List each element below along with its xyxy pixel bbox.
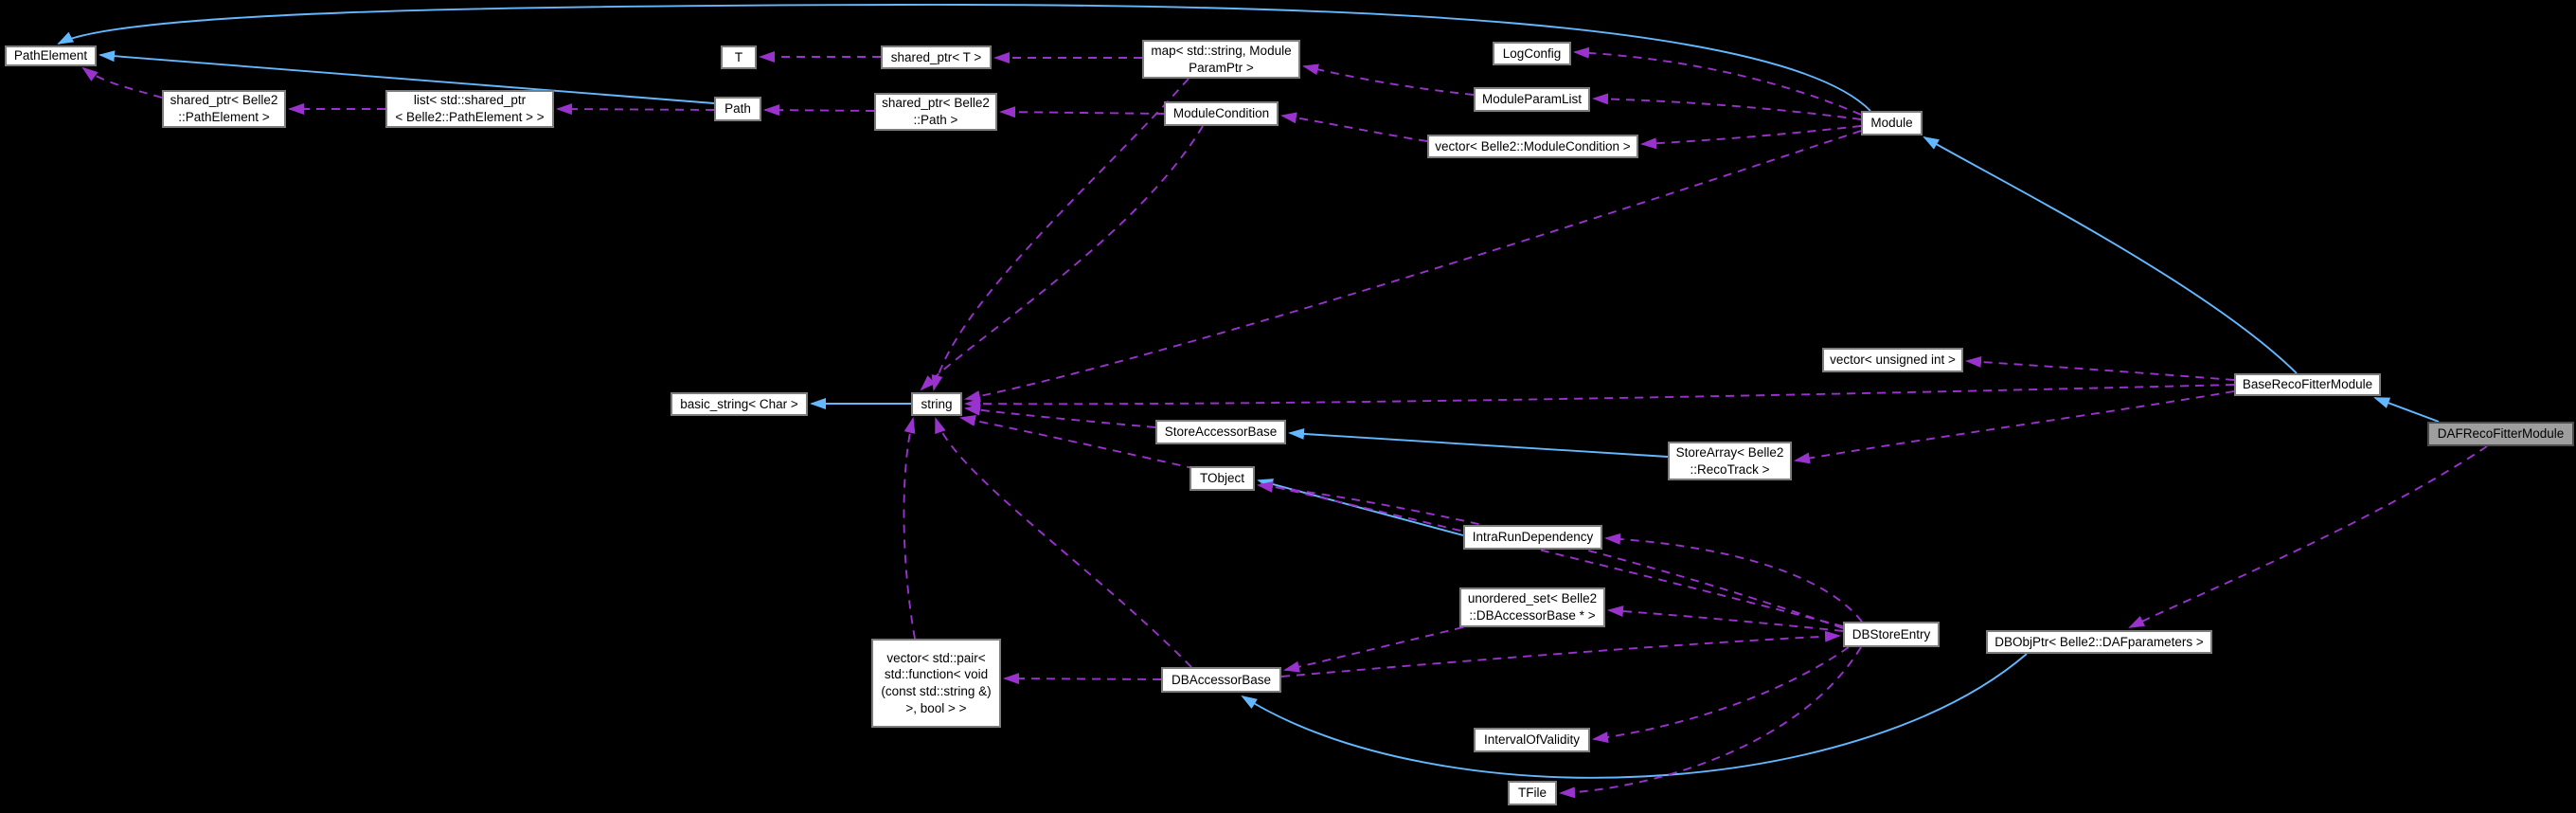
edge-intrarundependency-to-tobject (1257, 479, 1464, 536)
edge-dafrecofittermodule-to-dbobjptr (2128, 445, 2488, 628)
node-shared-ptr-t[interactable]: shared_ptr< T > (881, 45, 992, 69)
node-moduleparamlist[interactable]: ModuleParamList (1474, 87, 1590, 112)
node-baserecofittermodule[interactable]: BaseRecoFitterModule (2234, 373, 2381, 396)
node-shared-ptr-pathelement[interactable]: shared_ptr< Belle2 ::PathElement > (162, 90, 286, 128)
edge-dbstoreentry-to-unordered-set (1607, 605, 1844, 632)
edge-module-to-vector-modulecondition (1640, 125, 1862, 150)
node-path[interactable]: Path (714, 97, 761, 121)
node-dbobjptr-dafparameters[interactable]: DBObjPtr< Belle2::DAFparameters > (1986, 630, 2212, 654)
edge-module-to-logconfig (1573, 46, 1862, 116)
node-dbaccessorbase[interactable]: DBAccessorBase (1161, 667, 1281, 693)
edge-path-to-list (556, 103, 715, 116)
node-shared-ptr-path[interactable]: shared_ptr< Belle2 ::Path > (874, 93, 997, 131)
node-storeaccessorbase[interactable]: StoreAccessorBase (1155, 420, 1286, 444)
node-vector-pair-function[interactable]: vector< std::pair< std::function< void (… (871, 639, 1001, 728)
edge-dbaccessorbase-to-string (935, 417, 1192, 668)
edge-dbaccessorbase-to-vector-pair (1003, 673, 1162, 685)
edge-baserecofittermodule-to-vector-uint (1965, 355, 2235, 381)
node-vector-modulecondition[interactable]: vector< Belle2::ModuleCondition > (1427, 135, 1638, 158)
node-intervalofvalidity[interactable]: IntervalOfValidity (1474, 728, 1590, 752)
edge-vector-modulecondition-to-modulecondition (1280, 112, 1428, 142)
edge-map-to-string (931, 78, 1190, 391)
node-map-moduleparamptr[interactable]: map< std::string, Module ParamPtr > (1142, 40, 1300, 79)
edge-vector-pair-to-string (903, 417, 916, 640)
edge-dbstoreentry-to-intervalofvalidity (1592, 646, 1850, 744)
node-string[interactable]: string (911, 392, 962, 416)
node-module[interactable]: Module (1861, 111, 1923, 136)
node-basic-string-char[interactable]: basic_string< Char > (671, 392, 808, 416)
edge-module-to-pathelement (57, 4, 1871, 112)
node-list-shared-ptr-pathelement[interactable]: list< std::shared_ptr < Belle2::PathElem… (385, 90, 554, 128)
edge-baserecofittermodule-to-string (964, 384, 2235, 410)
node-logconfig[interactable]: LogConfig (1493, 42, 1571, 65)
node-t[interactable]: T (721, 45, 757, 69)
edge-storeaccessorbase-to-string (964, 404, 1156, 428)
edge-baserecofittermodule-to-module (1923, 136, 2298, 374)
edge-path-to-pathelement (98, 50, 715, 104)
edge-dbobjptr-to-dbaccessorbase (1241, 653, 2028, 779)
node-dafrecofittermodule: DAFRecoFitterModule (2427, 422, 2574, 446)
edge-module-to-moduleparamlist (1592, 93, 1862, 120)
node-storearray-recotrack[interactable]: StoreArray< Belle2 ::RecoTrack > (1668, 442, 1792, 480)
edge-dafrecofittermodule-to-baserecofittermodule (2373, 397, 2440, 423)
edge-storearray-to-storeaccessorbase (1288, 427, 1669, 458)
edge-dbaccessorbase-to-dbstoreentry (1280, 630, 1841, 678)
edge-baserecofittermodule-to-storearray (1794, 390, 2235, 464)
edge-modulecondition-to-string (920, 125, 1204, 391)
node-vector-unsigned-int[interactable]: vector< unsigned int > (1822, 348, 1963, 372)
node-unordered-set-dbaccessorbase[interactable]: unordered_set< Belle2 ::DBAccessorBase *… (1459, 587, 1605, 627)
node-tfile[interactable]: TFile (1508, 781, 1557, 805)
node-tobject[interactable]: TObject (1190, 466, 1255, 491)
edge-moduleparamlist-to-map (1302, 63, 1475, 96)
edge-sharedptr-pathelement-to-pathelement (81, 66, 163, 99)
node-pathelement[interactable]: PathElement (5, 45, 97, 66)
edge-dbstoreentry-to-intrarundependency (1604, 533, 1863, 623)
node-intrarundependency[interactable]: IntraRunDependency (1463, 525, 1602, 550)
node-dbstoreentry[interactable]: DBStoreEntry (1843, 622, 1940, 647)
node-modulecondition[interactable]: ModuleCondition (1164, 101, 1279, 126)
edge-sharedptr-path-to-path (763, 104, 875, 117)
edge-modulecondition-to-sharedptr-path (999, 106, 1165, 118)
edge-dbstoreentry-to-tfile (1559, 646, 1862, 799)
